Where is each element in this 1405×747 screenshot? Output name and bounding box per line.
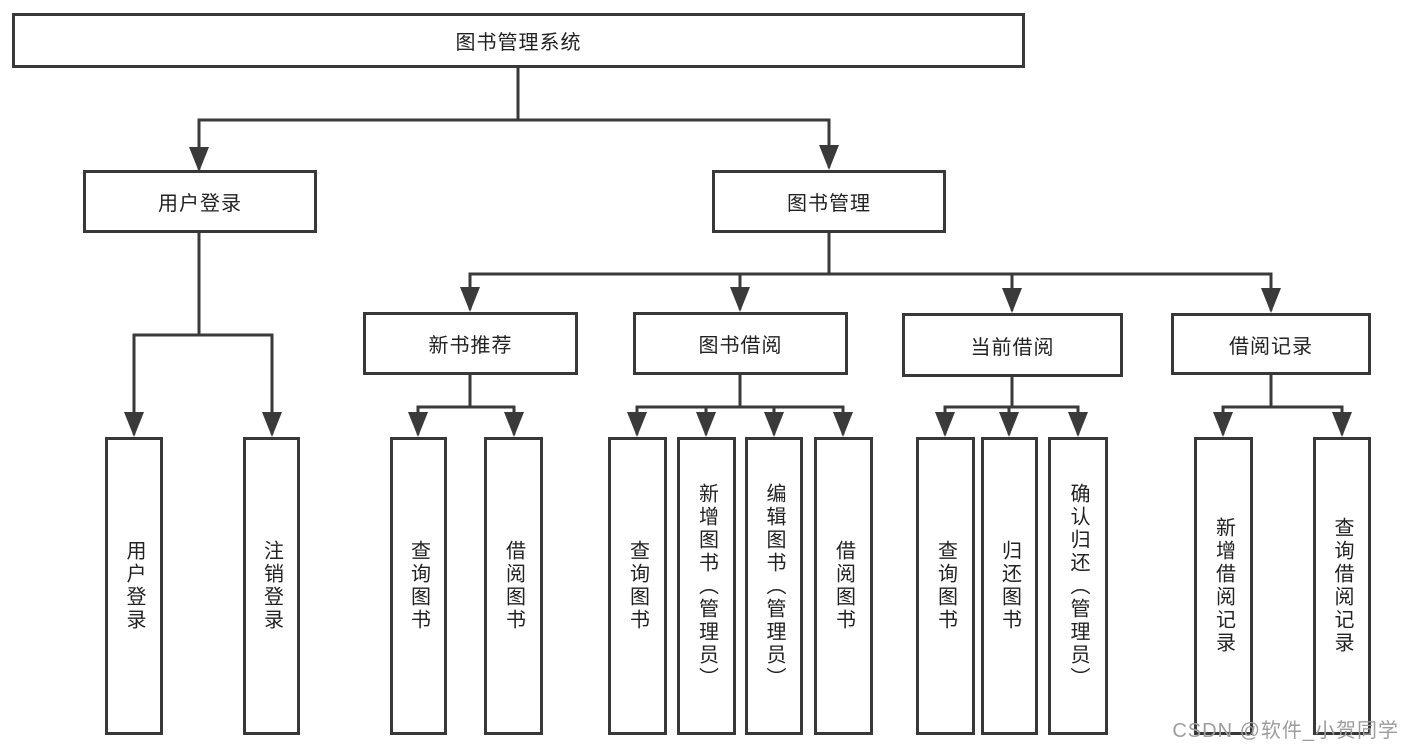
node-label: 新书推荐 bbox=[428, 335, 513, 357]
node-label: 查询图书 bbox=[407, 540, 430, 632]
leaf-add-borrow-record: 新增借阅记录 bbox=[1194, 437, 1253, 735]
arrow-down-icon bbox=[460, 287, 480, 312]
arrow-down-icon bbox=[124, 412, 144, 437]
node-book-management: 图书管理 bbox=[712, 170, 946, 233]
arrow-down-icon bbox=[696, 412, 716, 437]
csdn-watermark: CSDN @软件_小贺同学 bbox=[1172, 720, 1399, 742]
leaf-query-books-recommend: 查询图书 bbox=[390, 437, 447, 735]
node-user-login: 用户登录 bbox=[83, 170, 317, 233]
arrow-down-icon bbox=[935, 412, 955, 437]
node-label: 查询图书 bbox=[934, 540, 957, 632]
node-label: 新增借阅记录 bbox=[1212, 517, 1235, 655]
arrow-down-icon bbox=[819, 145, 839, 170]
arrow-down-icon bbox=[1332, 412, 1352, 437]
leaf-logout: 注销登录 bbox=[243, 437, 300, 735]
arrow-down-icon bbox=[189, 147, 209, 172]
node-label: 用户登录 bbox=[123, 540, 145, 632]
node-new-book-recommend: 新书推荐 bbox=[363, 312, 578, 375]
arrowheads bbox=[124, 145, 1352, 437]
arrow-down-icon bbox=[833, 412, 853, 437]
arrow-down-icon bbox=[262, 412, 282, 437]
arrow-down-icon bbox=[1213, 412, 1233, 437]
leaf-user-login: 用户登录 bbox=[105, 437, 163, 735]
node-label: 归还图书 bbox=[998, 540, 1021, 632]
node-label: 借阅记录 bbox=[1229, 335, 1313, 358]
node-label: 注销登录 bbox=[260, 540, 283, 632]
node-label: 查询图书 bbox=[626, 540, 649, 632]
leaf-confirm-return-admin: 确认归还（管理员） bbox=[1048, 437, 1108, 735]
node-label: 图书管理 bbox=[787, 193, 871, 215]
arrow-down-icon bbox=[730, 287, 750, 312]
leaf-add-books-admin: 新增图书（管理员） bbox=[677, 437, 736, 735]
arrow-down-icon bbox=[1261, 288, 1281, 313]
connector-path bbox=[132, 66, 1344, 435]
arrow-down-icon bbox=[764, 412, 784, 437]
leaf-borrow-books-recommend: 借阅图书 bbox=[484, 437, 543, 735]
node-borrowing-records: 借阅记录 bbox=[1171, 313, 1371, 375]
arrow-down-icon bbox=[999, 412, 1019, 437]
node-label: 用户登录 bbox=[158, 193, 242, 215]
arrow-down-icon bbox=[408, 412, 428, 437]
node-label: 新增图书（管理员） bbox=[695, 482, 718, 690]
node-label: 当前借阅 bbox=[970, 336, 1055, 359]
leaf-edit-books-admin: 编辑图书（管理员） bbox=[745, 437, 803, 735]
leaf-borrow-books: 借阅图书 bbox=[814, 437, 873, 735]
node-book-borrowing: 图书借阅 bbox=[633, 312, 848, 375]
leaf-query-books-current: 查询图书 bbox=[916, 437, 975, 735]
node-label: 编辑图书（管理员） bbox=[763, 482, 785, 690]
leaf-query-books-borrowing: 查询图书 bbox=[608, 437, 667, 735]
node-label: 图书管理系统 bbox=[455, 32, 582, 54]
arrow-down-icon bbox=[504, 412, 524, 437]
node-label: 借阅图书 bbox=[832, 540, 855, 632]
leaf-return-books: 归还图书 bbox=[981, 437, 1038, 735]
node-current-borrowing: 当前借阅 bbox=[902, 313, 1123, 377]
arrow-down-icon bbox=[1068, 412, 1088, 437]
node-root-library-system: 图书管理系统 bbox=[12, 13, 1025, 68]
node-label: 查询借阅记录 bbox=[1331, 517, 1353, 655]
arrow-down-icon bbox=[627, 412, 647, 437]
node-label: 确认归还（管理员） bbox=[1067, 482, 1089, 690]
arrow-down-icon bbox=[1002, 288, 1022, 313]
node-label: 借阅图书 bbox=[502, 540, 525, 632]
node-label: 图书借阅 bbox=[698, 335, 783, 357]
leaf-query-borrow-record: 查询借阅记录 bbox=[1313, 437, 1371, 735]
